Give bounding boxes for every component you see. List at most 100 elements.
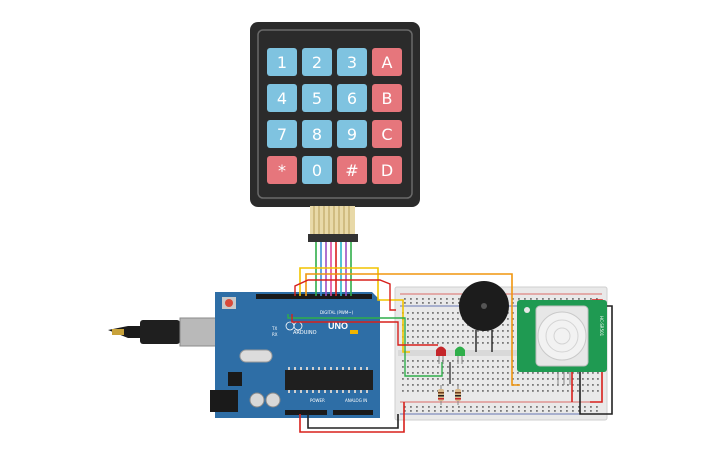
breadboard-hole	[442, 336, 444, 338]
key-a[interactable]: A	[372, 48, 402, 76]
buzzer[interactable]	[459, 281, 509, 331]
key-star[interactable]: *	[267, 156, 297, 184]
key-9[interactable]: 9	[337, 120, 367, 148]
breadboard-hole	[590, 406, 592, 408]
chip-pin	[288, 367, 290, 370]
arduino-uno[interactable]: DIGITAL (PWM~) UNO ARDUINO POWER ANALOG …	[108, 292, 380, 418]
buzzer-hole	[481, 303, 487, 309]
breadboard-hole	[440, 410, 442, 412]
key-label: #	[345, 161, 358, 180]
breadboard-hole	[562, 378, 564, 380]
breadboard-hole	[567, 390, 569, 392]
breadboard-hole	[596, 406, 598, 408]
breadboard-hole	[548, 406, 550, 408]
key-d[interactable]: D	[372, 156, 402, 184]
key-hash[interactable]: #	[337, 156, 367, 184]
breadboard-hole	[442, 330, 444, 332]
breadboard-hole	[512, 378, 514, 380]
breadboard-hole	[572, 410, 574, 412]
breadboard-hole	[492, 378, 494, 380]
wire-red-5v[interactable]	[299, 402, 405, 433]
key-c[interactable]: C	[372, 120, 402, 148]
breadboard-hole	[522, 390, 524, 392]
breadboard-hole	[407, 336, 409, 338]
key-5[interactable]: 5	[302, 84, 332, 112]
breadboard-hole	[417, 390, 419, 392]
key-6[interactable]: 6	[337, 84, 367, 112]
breadboard-hole	[554, 298, 556, 300]
breadboard-hole	[527, 384, 529, 386]
digital-label: DIGITAL (PWM~)	[320, 310, 354, 315]
breadboard-hole	[440, 302, 442, 304]
breadboard-hole	[530, 298, 532, 300]
breadboard-hole	[477, 360, 479, 362]
breadboard-hole	[452, 336, 454, 338]
breadboard-hole	[527, 378, 529, 380]
header-connector	[308, 234, 358, 242]
red-led[interactable]	[436, 346, 446, 365]
key-0[interactable]: 0	[302, 156, 332, 184]
breadboard-hole	[452, 318, 454, 320]
breadboard-hole	[512, 342, 514, 344]
power-jack	[210, 390, 238, 412]
breadboard-hole	[434, 298, 436, 300]
center-channel	[398, 350, 604, 356]
breadboard-hole	[560, 406, 562, 408]
key-1[interactable]: 1	[267, 48, 297, 76]
wire-red-led[interactable]	[291, 314, 438, 346]
key-cap	[302, 84, 332, 112]
breadboard-hole	[412, 330, 414, 332]
key-cap	[337, 120, 367, 148]
breadboard-hole	[447, 330, 449, 332]
breadboard-hole	[597, 378, 599, 380]
chip-pin	[336, 390, 338, 393]
breadboard-hole	[462, 330, 464, 332]
breadboard-hole	[597, 390, 599, 392]
key-4[interactable]: 4	[267, 84, 297, 112]
breadboard-hole	[512, 312, 514, 314]
wire-black-gnd[interactable]	[307, 414, 399, 429]
chip-pin	[360, 367, 362, 370]
breadboard-hole	[437, 324, 439, 326]
breadboard-hole	[592, 384, 594, 386]
breadboard-hole	[407, 342, 409, 344]
breadboard-hole	[462, 366, 464, 368]
wire-yellow[interactable]	[299, 267, 410, 353]
breadboard-hole	[404, 302, 406, 304]
key-2[interactable]: 2	[302, 48, 332, 76]
chip-pin	[366, 367, 368, 370]
breadboard-hole	[524, 406, 526, 408]
key-b[interactable]: B	[372, 84, 402, 112]
breadboard-hole	[477, 384, 479, 386]
breadboard-hole	[482, 336, 484, 338]
breadboard-hole	[467, 378, 469, 380]
breadboard-hole	[582, 378, 584, 380]
resistor-1[interactable]	[438, 385, 444, 405]
breadboard-hole	[477, 336, 479, 338]
reset-button[interactable]	[225, 299, 233, 307]
breadboard-hole	[492, 336, 494, 338]
breadboard-hole	[472, 360, 474, 362]
green-led[interactable]	[455, 346, 465, 365]
pir-mount-hole	[524, 307, 530, 313]
pir-sensor[interactable]: HC-SR501	[517, 300, 607, 385]
breadboard-hole	[482, 390, 484, 392]
key-7[interactable]: 7	[267, 120, 297, 148]
wire-red-top[interactable]	[294, 279, 396, 311]
breadboard-hole	[482, 342, 484, 344]
breadboard-hole	[522, 384, 524, 386]
key-8[interactable]: 8	[302, 120, 332, 148]
wire-green[interactable]	[287, 314, 443, 377]
key-3[interactable]: 3	[337, 48, 367, 76]
breadboard-hole	[447, 378, 449, 380]
breadboard-hole	[492, 342, 494, 344]
breadboard-hole	[446, 406, 448, 408]
breadboard-hole	[592, 390, 594, 392]
breadboard-hole	[566, 406, 568, 408]
breadboard-hole	[462, 372, 464, 374]
breadboard-hole	[542, 372, 544, 374]
breadboard-hole	[567, 378, 569, 380]
resistor-2[interactable]	[455, 385, 461, 405]
breadboard-hole	[417, 318, 419, 320]
